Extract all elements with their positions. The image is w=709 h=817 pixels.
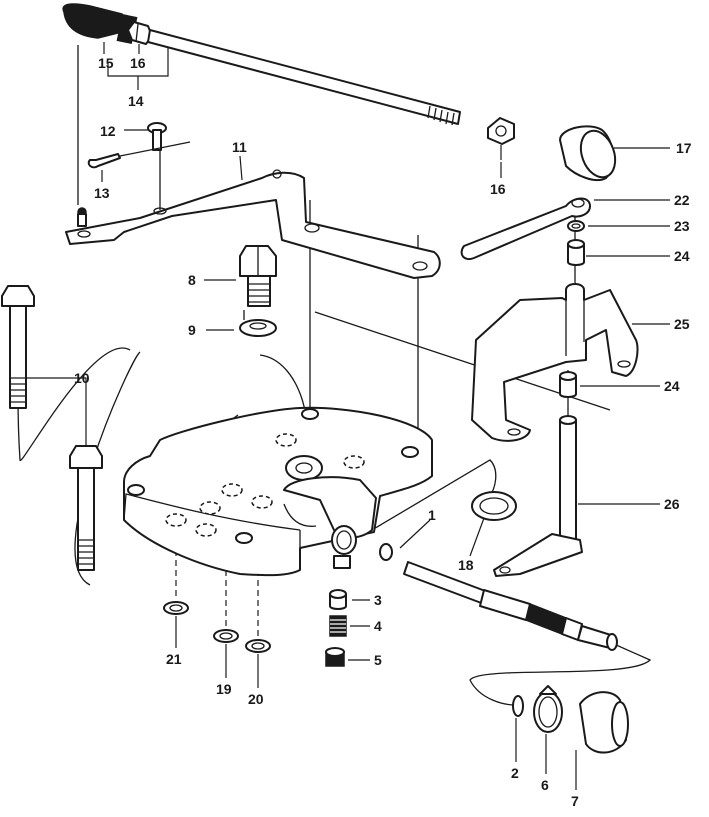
callout-labels: 15 16 14 12 13 11 16 17 22 23 24 8 9 25 … [74,55,692,809]
lever-22 [460,197,591,260]
callout-22: 22 [674,192,690,208]
callout-24-top: 24 [674,248,690,264]
plug-3 [329,589,347,610]
callout-11: 11 [232,139,247,155]
lever-rod-14 [147,29,461,126]
callout-12: 12 [100,123,116,139]
callout-21: 21 [166,651,182,667]
washer-21 [163,601,189,615]
callout-10: 10 [74,370,90,386]
nut-16-right [487,117,515,160]
washer-19 [213,629,239,643]
callout-8: 8 [188,272,196,288]
bolt-8 [239,245,277,307]
callout-16-right: 16 [490,181,506,197]
bushing-24-bottom [559,371,577,398]
o-ring-2 [512,695,524,717]
o-ring-1 [379,543,393,561]
callout-7: 7 [571,793,579,809]
washer-18 [471,491,517,521]
bolt-10-right [69,445,103,571]
cap-7 [579,691,629,754]
clevis-pin-12 [147,122,167,151]
callout-25: 25 [674,316,690,332]
pivot-lever-11 [65,169,441,279]
washer-20 [245,639,271,653]
callout-3: 3 [374,592,382,608]
callout-9: 9 [188,322,196,338]
callout-2: 2 [511,765,519,781]
callout-24-bottom: 24 [664,378,680,394]
callout-16-top: 16 [130,55,146,71]
lever-handle-15 [62,3,138,45]
callout-15: 15 [98,55,114,71]
valve-housing [123,406,433,577]
washer-23 [567,220,585,232]
callout-18: 18 [458,557,474,573]
callout-14: 14 [128,93,144,109]
callout-23: 23 [674,218,690,234]
knob-17 [559,125,617,182]
spring-4 [329,615,347,637]
callout-13: 13 [94,185,110,201]
bushing-24-top [567,239,585,266]
callout-5: 5 [374,652,382,668]
shaft-26 [493,415,583,577]
cotter-pin-13 [87,141,191,169]
valve-spool [403,561,618,651]
callout-19: 19 [216,681,232,697]
bolt-10-left [1,285,35,409]
callout-17: 17 [676,140,692,156]
callout-26: 26 [664,496,680,512]
callout-1: 1 [428,507,436,523]
callout-6: 6 [541,777,549,793]
callout-20: 20 [248,691,264,707]
jam-nut-16-top [127,21,153,45]
bracket-25 [471,283,639,442]
callout-4: 4 [374,618,382,634]
washer-9 [239,319,277,337]
clamp-6 [533,685,563,733]
plug-5 [325,647,345,667]
leader-lines [26,42,670,790]
